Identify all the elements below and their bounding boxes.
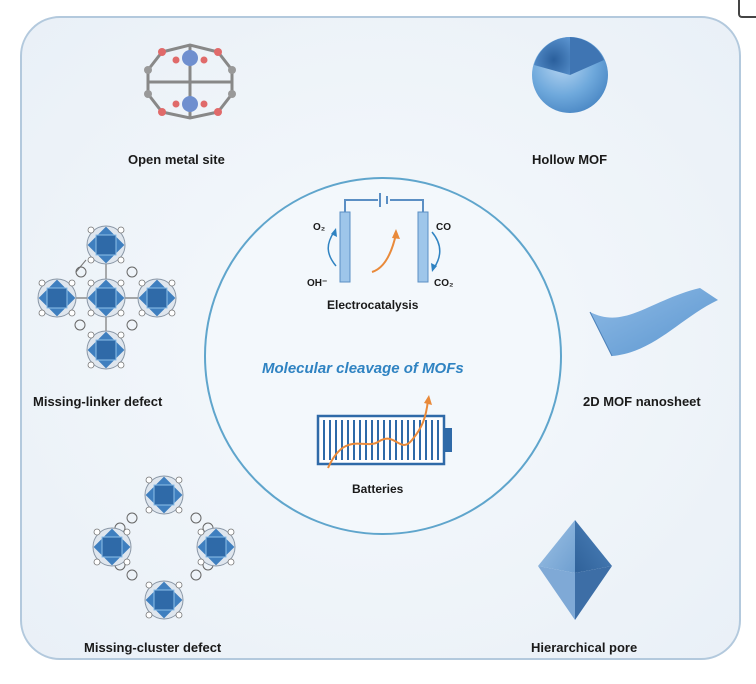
framework-icon xyxy=(37,225,177,370)
center-title: Molecular cleavage of MOFs xyxy=(262,360,464,377)
missing-linker-defect-label: Missing-linker defect xyxy=(33,394,163,409)
electrocatalysis-label: Electrocatalysis xyxy=(327,298,419,312)
center-circle xyxy=(204,177,562,535)
nanosheet-label: 2D MOF nanosheet xyxy=(583,394,701,409)
battery-icon xyxy=(316,395,452,469)
octahedron-icon xyxy=(538,520,612,620)
hollow-mof-label: Hollow MOF xyxy=(532,152,608,167)
o2-label: O₂ xyxy=(313,222,325,233)
co2-label: CO₂ xyxy=(434,278,453,289)
missing-cluster-defect-label: Missing-cluster defect xyxy=(84,640,222,655)
hierarchical-pore-label: Hierarchical pore xyxy=(531,640,638,655)
batteries-label: Batteries xyxy=(352,482,404,496)
window-corner-mark xyxy=(738,0,756,18)
oh-label: OH⁻ xyxy=(307,278,327,289)
co-label: CO xyxy=(436,222,451,233)
nanosheet-icon xyxy=(589,288,718,357)
hollow-sphere-icon xyxy=(532,37,608,113)
cluster-ring-icon xyxy=(92,475,236,620)
open-metal-site-icon xyxy=(144,43,236,120)
open-metal-site-label: Open metal site xyxy=(128,152,225,167)
electrochemical-cell-icon xyxy=(327,193,441,283)
